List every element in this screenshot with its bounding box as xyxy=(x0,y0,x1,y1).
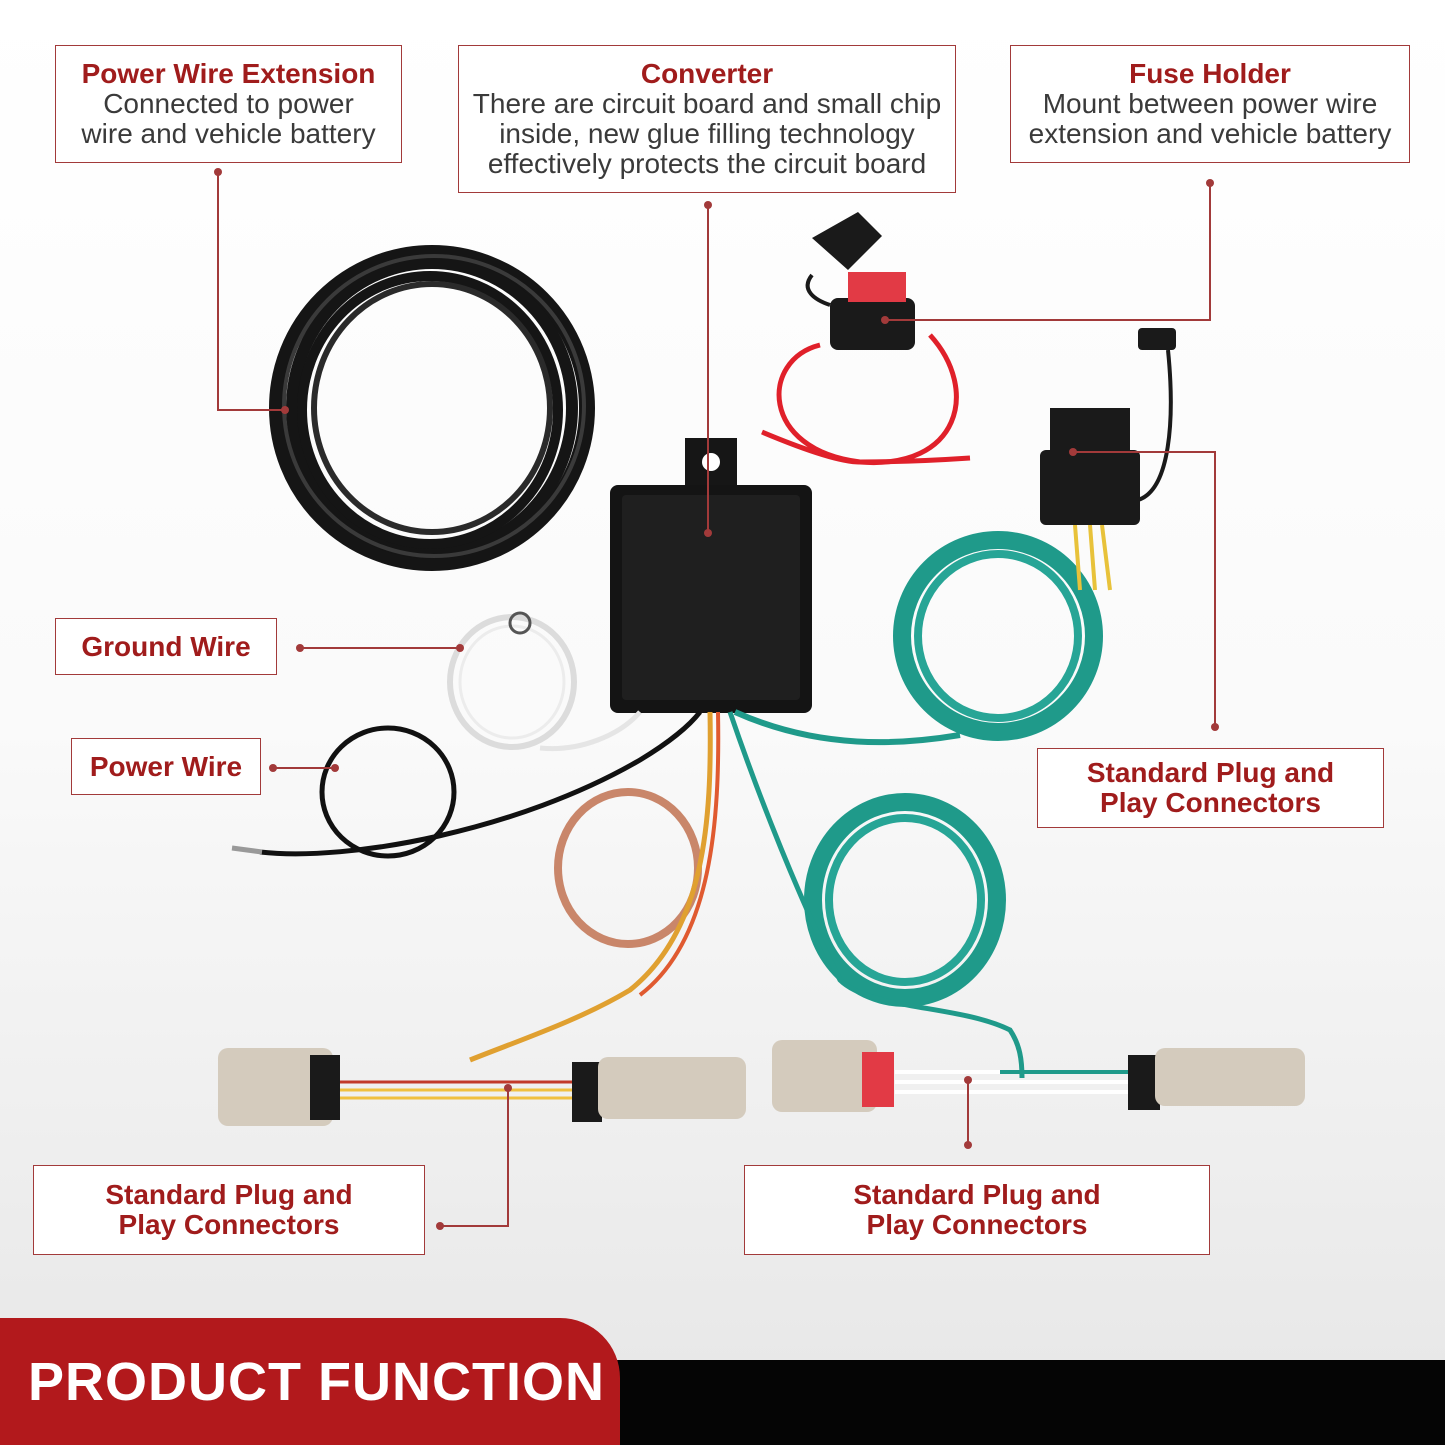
callout-line: extension and vehicle battery xyxy=(1028,118,1392,149)
callout-title: Ground Wire xyxy=(81,630,251,662)
callout-line: inside, new glue filling technology xyxy=(499,118,915,149)
callout-power-wire: Power Wire xyxy=(71,738,261,795)
callout-power-wire-extension: Power Wire Extension Connected to power … xyxy=(55,45,402,163)
leader-lines xyxy=(217,172,1216,1227)
right-connector-coil xyxy=(733,328,1176,746)
callout-ground-wire: Ground Wire xyxy=(55,618,277,675)
converter-box xyxy=(610,438,812,713)
callout-line: Standard Plug and xyxy=(853,1179,1101,1210)
callout-title: Power Wire xyxy=(89,750,243,782)
bottom-left-coil xyxy=(469,711,721,1063)
callout-line: Standard Plug and xyxy=(105,1179,353,1210)
callout-line: There are circuit board and small chip xyxy=(472,88,942,119)
callout-line: effectively protects the circuit board xyxy=(487,148,927,179)
callout-line: Connected to power xyxy=(103,88,354,119)
banner-title: PRODUCT FUNCTION xyxy=(28,1352,605,1412)
bottom-left-connectors xyxy=(218,1048,746,1126)
banner-accent xyxy=(0,1318,620,1445)
bottom-right-connectors xyxy=(772,1040,1305,1112)
callout-title: Fuse Holder xyxy=(1129,58,1291,89)
bottom-right-coil xyxy=(727,711,1025,1079)
fuse-holder-device xyxy=(761,212,971,466)
callout-line: wire and vehicle battery xyxy=(81,118,376,149)
callout-line: Play Connectors xyxy=(866,1209,1088,1240)
callout-line: Standard Plug and xyxy=(1086,757,1335,788)
leader-dots xyxy=(214,168,1219,1230)
callout-line: Mount between power wire xyxy=(1042,88,1378,119)
callout-title: Power Wire Extension xyxy=(81,58,376,89)
ground-wire-loop xyxy=(447,611,642,752)
callout-title: Converter xyxy=(640,58,774,89)
callout-connector-right: Standard Plug and Play Connectors xyxy=(1037,748,1384,828)
callout-converter: Converter There are circuit board and sm… xyxy=(458,45,956,193)
callout-connector-bottom-left: Standard Plug and Play Connectors xyxy=(33,1165,425,1255)
callout-fuse-holder: Fuse Holder Mount between power wire ext… xyxy=(1010,45,1410,163)
callout-line: Play Connectors xyxy=(118,1209,340,1240)
power-wire-extension-coil xyxy=(269,245,595,571)
power-wire-loop xyxy=(231,710,702,859)
callout-line: Play Connectors xyxy=(1100,787,1321,818)
callout-connector-bottom-right: Standard Plug and Play Connectors xyxy=(744,1165,1210,1255)
